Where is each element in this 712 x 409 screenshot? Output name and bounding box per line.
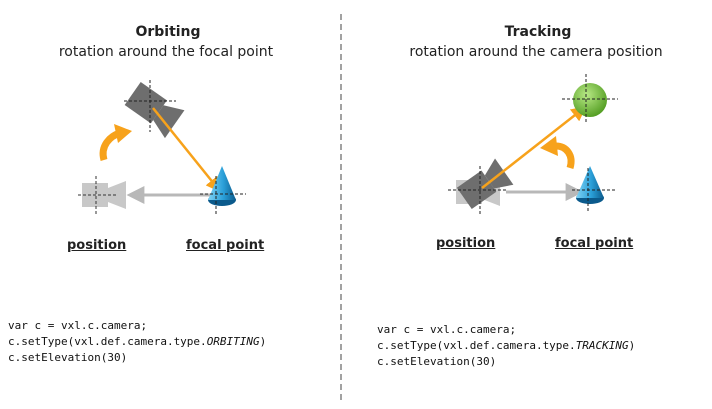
tracking-rotation-arrow-icon bbox=[540, 136, 575, 170]
left-code-line3: c.setElevation(30) bbox=[8, 351, 128, 364]
orbit-rotation-arrow-icon bbox=[99, 124, 132, 161]
right-focal-label: focal point bbox=[555, 236, 634, 251]
left-position-label: position bbox=[67, 238, 127, 253]
right-code-block: var c = vxl.c.camera; c.setType(vxl.def.… bbox=[377, 322, 635, 370]
right-code-line1: var c = vxl.c.camera; bbox=[377, 323, 517, 336]
focal-cone-icon bbox=[200, 166, 246, 214]
right-code-line2-prefix: c.setType(vxl.def.camera.type. bbox=[377, 339, 576, 352]
left-subtitle: rotation around the focal point bbox=[58, 44, 274, 60]
left-code-line2-type: ORBITING bbox=[206, 335, 260, 348]
right-position-label: position bbox=[436, 236, 496, 251]
left-code-line1: var c = vxl.c.camera; bbox=[8, 319, 148, 332]
right-title: Tracking bbox=[504, 24, 572, 40]
ghost-camera-icon bbox=[78, 176, 126, 214]
tracking-view-direction-arrow bbox=[481, 106, 587, 189]
left-code-line2-prefix: c.setType(vxl.def.camera.type. bbox=[8, 335, 207, 348]
left-code-line2-suffix: ) bbox=[259, 335, 267, 348]
view-direction-arrow bbox=[152, 107, 221, 193]
right-code-line2-suffix: ) bbox=[628, 339, 636, 352]
tracking-cone-icon bbox=[572, 166, 616, 212]
left-code-block: var c = vxl.c.camera; c.setType(vxl.def.… bbox=[8, 318, 266, 366]
left-focal-label: focal point bbox=[186, 238, 265, 253]
new-focal-point-icon bbox=[562, 74, 618, 124]
right-subtitle: rotation around the camera position bbox=[409, 44, 663, 60]
right-code-line2-type: TRACKING bbox=[575, 339, 629, 352]
left-title: Orbiting bbox=[135, 24, 201, 40]
right-code-line3: c.setElevation(30) bbox=[377, 355, 497, 368]
